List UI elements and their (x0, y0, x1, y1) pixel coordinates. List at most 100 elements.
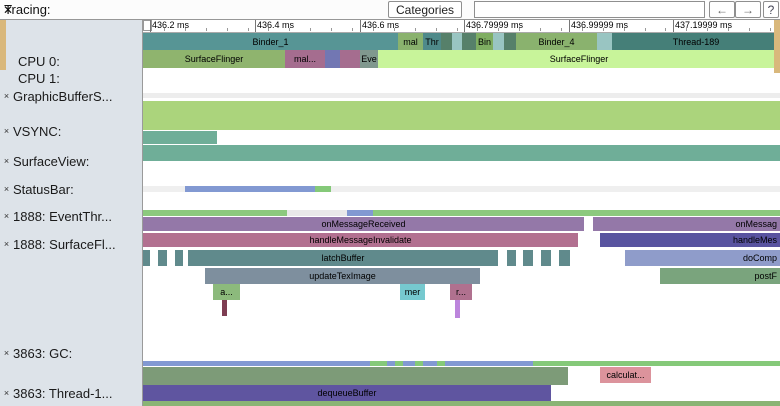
slice[interactable] (452, 33, 462, 50)
slice[interactable] (373, 210, 780, 216)
ruler-tick-label: 436.6 ms (362, 20, 400, 30)
slice-handlemes[interactable]: handleMes (600, 233, 780, 247)
close-icon[interactable]: × (3, 388, 10, 398)
track-label: StatusBar: (13, 181, 74, 197)
slice[interactable] (175, 250, 183, 266)
slice[interactable] (415, 361, 423, 366)
slice[interactable] (287, 210, 347, 216)
ruler-minor-tick (749, 28, 750, 31)
selection-edge-right[interactable] (774, 20, 780, 73)
filter-input[interactable] (474, 1, 705, 18)
ruler-major-tick (360, 20, 361, 32)
slice-docomp[interactable]: doComp (625, 250, 780, 266)
ruler-tick-label: 436.2 ms (152, 20, 190, 30)
slice-binder-1[interactable]: Binder_1 (143, 33, 398, 50)
slice-bin[interactable]: Bin (476, 33, 493, 50)
help-button[interactable]: ? (763, 1, 779, 18)
track-label: CPU 1: (18, 70, 60, 86)
slice-thr[interactable]: Thr (423, 33, 441, 50)
pan-right-button[interactable]: → (735, 1, 761, 18)
slice[interactable] (143, 210, 287, 216)
slice[interactable] (347, 210, 373, 216)
track-sf-state (143, 210, 780, 216)
slice[interactable] (441, 33, 452, 50)
pan-left-button[interactable]: ← (709, 1, 735, 18)
close-icon[interactable]: × (3, 211, 10, 221)
track-surfaceview-lower (143, 145, 780, 161)
slice[interactable] (445, 361, 533, 366)
slice-handlemessageinvalidate[interactable]: handleMessageInvalidate (143, 233, 578, 247)
slice[interactable] (325, 50, 340, 68)
slice-binder-4[interactable]: Binder_4 (516, 33, 597, 50)
slice-mer[interactable]: mer (400, 284, 425, 300)
slice[interactable] (395, 361, 403, 366)
slice-latchbuffer[interactable]: latchBuffer (188, 250, 498, 266)
slice[interactable] (387, 361, 395, 366)
slice[interactable] (523, 250, 533, 266)
close-icon[interactable]: × (3, 156, 10, 166)
ruler-minor-tick (394, 28, 395, 31)
slice[interactable] (437, 361, 445, 366)
slice-r[interactable]: r... (450, 284, 472, 300)
slice-calculat[interactable]: calculat... (600, 367, 651, 383)
ruler-tick-label: 436.79999 ms (466, 20, 524, 30)
slice-thread-189[interactable]: Thread-189 (612, 33, 780, 50)
track-label: 1888: EventThr... (13, 208, 113, 224)
close-icon[interactable]: × (3, 239, 10, 249)
slice-surfaceflinger[interactable]: SurfaceFlinger (378, 50, 780, 68)
slice[interactable] (455, 300, 460, 318)
slice-onmessagereceived[interactable]: onMessageReceived (143, 217, 584, 231)
slice-onmessag[interactable]: onMessag (593, 217, 780, 231)
slice-eve[interactable]: Eve (360, 50, 378, 68)
selection-edge-left[interactable] (0, 20, 6, 70)
close-icon[interactable]: × (3, 91, 10, 101)
slice-a[interactable]: a... (213, 284, 240, 300)
page-title: ✕Tracing: (3, 2, 51, 17)
sidebar-row-eventthread: ×1888: EventThr... (0, 208, 143, 224)
close-icon[interactable]: × (3, 126, 10, 136)
slice[interactable] (462, 33, 476, 50)
ruler-minor-tick (373, 28, 374, 31)
ruler-minor-tick (582, 28, 583, 31)
sidebar-row-thread1: ×3863: Thread-1... (0, 385, 143, 401)
slice[interactable] (222, 300, 227, 316)
slice-surfaceflinger[interactable]: SurfaceFlinger (143, 50, 285, 68)
slice[interactable] (493, 33, 504, 50)
categories-button[interactable]: Categories (388, 1, 463, 18)
slice[interactable] (370, 361, 387, 366)
ruler-minor-tick (645, 28, 646, 31)
sidebar-row-cpu1: CPU 1: (0, 70, 143, 86)
slice[interactable] (507, 250, 516, 266)
slice[interactable] (597, 33, 612, 50)
slice[interactable] (423, 361, 437, 366)
track-label: SurfaceView: (13, 153, 90, 169)
slice[interactable] (559, 250, 570, 266)
close-icon[interactable]: × (3, 348, 10, 358)
slice[interactable] (533, 361, 780, 366)
slice[interactable] (403, 361, 415, 366)
slice[interactable] (504, 33, 516, 50)
slice[interactable] (143, 401, 780, 406)
slice[interactable] (158, 250, 167, 266)
slice-updateteximage[interactable]: updateTexImage (205, 268, 480, 284)
slice[interactable] (143, 367, 568, 385)
slice[interactable] (143, 101, 780, 130)
slice[interactable] (143, 131, 217, 144)
slice-postf[interactable]: postF (660, 268, 780, 284)
ruler-minor-tick (728, 28, 729, 31)
slice[interactable] (143, 145, 780, 161)
slice-mal[interactable]: mal... (285, 50, 325, 68)
close-icon[interactable]: × (3, 184, 10, 194)
ruler-origin-box (143, 20, 152, 31)
slice-dequeuebuffer[interactable]: dequeueBuffer (143, 385, 551, 401)
ruler-tick-label: 437.19999 ms (675, 20, 733, 30)
slice[interactable] (143, 250, 150, 266)
slice[interactable] (340, 50, 360, 68)
slice[interactable] (185, 186, 315, 192)
slice-mal[interactable]: mal (398, 33, 423, 50)
slice[interactable] (315, 186, 331, 192)
slice[interactable] (143, 361, 370, 366)
slice[interactable] (541, 250, 551, 266)
